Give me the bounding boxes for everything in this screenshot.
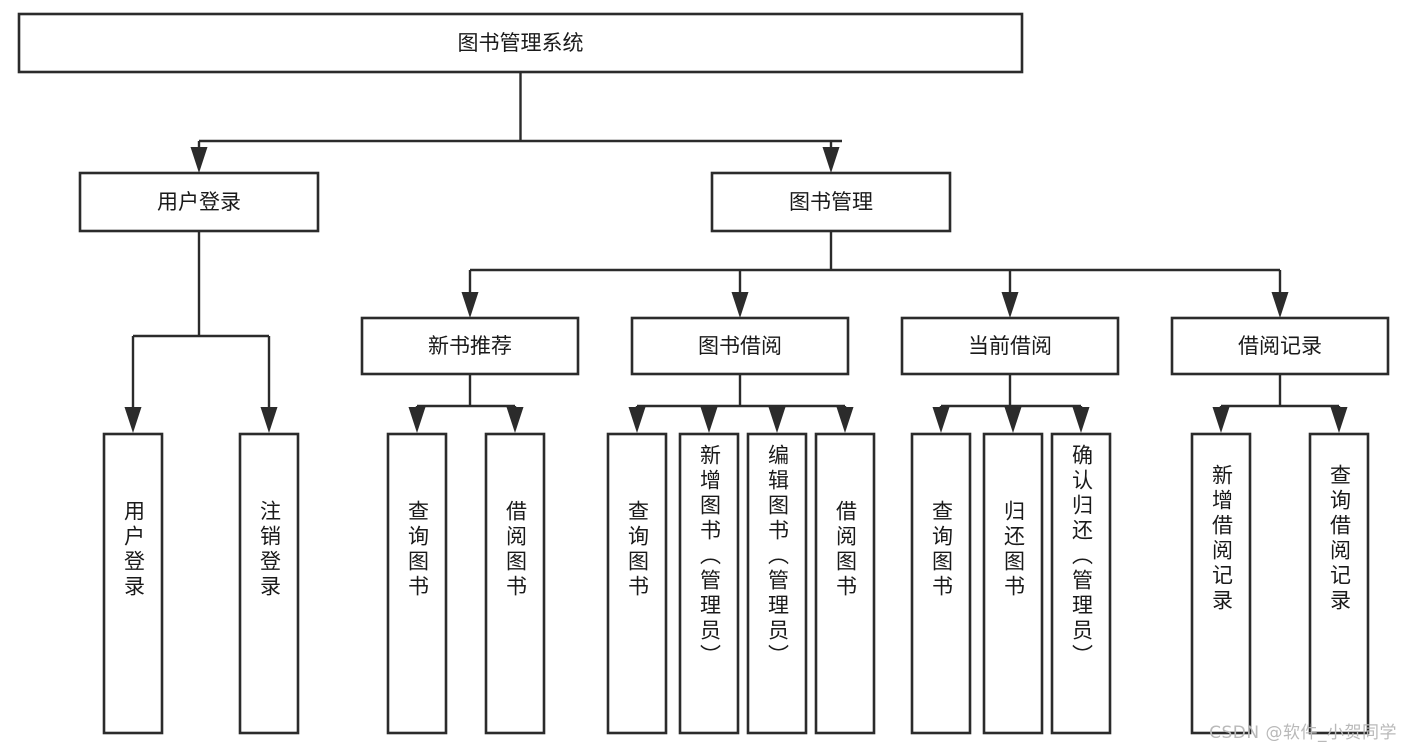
arrow-to-leaf-borrow-book-rec [506, 407, 524, 433]
arrow-to-leaf-logout [260, 407, 278, 433]
connector-group-new-book-rec-children [408, 374, 524, 433]
node-leaf-query-borrow-record[interactable] [1308, 432, 1370, 735]
arrow-root-to-book-manage [822, 147, 840, 173]
node-leaf-edit-book-admin[interactable] [746, 432, 808, 735]
node-root-label: 图书管理系统 [458, 31, 584, 55]
node-leaf-confirm-return-admin[interactable] [1050, 432, 1112, 735]
arrow-to-leaf-query-book-borrow [628, 407, 646, 433]
node-book-manage-label: 图书管理 [789, 190, 873, 214]
node-leaf-user-login[interactable] [102, 432, 164, 735]
node-leaf-return-book[interactable] [982, 432, 1044, 735]
node-book-manage[interactable]: 图书管理 [710, 171, 952, 233]
arrow-to-current-borrow [1001, 292, 1019, 318]
node-leaf-add-book-admin[interactable] [678, 432, 740, 735]
node-current-borrow[interactable]: 当前借阅 [900, 316, 1120, 376]
csdn-watermark: CSDN @软件_小贺同学 [1209, 723, 1397, 743]
node-leaf-query-book-borrow[interactable] [606, 432, 668, 735]
node-leaf-add-borrow-record[interactable] [1190, 432, 1252, 735]
leaf-box-group [102, 432, 1370, 735]
arrow-to-leaf-confirm-return-admin [1072, 407, 1090, 433]
arrow-to-book-borrow [731, 292, 749, 318]
node-root[interactable]: 图书管理系统 [17, 12, 1024, 74]
node-user-login-label: 用户登录 [157, 190, 241, 214]
node-book-borrow[interactable]: 图书借阅 [630, 316, 850, 376]
connector-group-user-login-children [124, 231, 278, 433]
arrow-to-leaf-add-book-admin [700, 407, 718, 433]
node-new-book-rec[interactable]: 新书推荐 [360, 316, 580, 376]
connector-group-root-to-level2 [190, 72, 842, 173]
node-leaf-borrow-book[interactable] [814, 432, 876, 735]
arrow-to-borrow-records [1271, 292, 1289, 318]
arrow-to-leaf-query-book-rec [408, 407, 426, 433]
connector-group-book-borrow-children [628, 374, 854, 433]
connector-group-book-manage-children [461, 231, 1289, 318]
connector-group-borrow-records-children [1212, 374, 1348, 433]
node-user-login[interactable]: 用户登录 [78, 171, 320, 233]
node-leaf-query-book-rec[interactable] [386, 432, 448, 735]
node-new-book-rec-label: 新书推荐 [428, 334, 512, 358]
arrow-to-leaf-user-login [124, 407, 142, 433]
arrow-to-leaf-borrow-book [836, 407, 854, 433]
arrow-root-to-user-login [190, 147, 208, 173]
node-leaf-query-book-cur[interactable] [910, 432, 972, 735]
arrow-to-leaf-return-book [1004, 407, 1022, 433]
connector-group-current-borrow-children [932, 374, 1090, 433]
node-book-borrow-label: 图书借阅 [698, 334, 782, 358]
arrow-to-leaf-add-borrow-record [1212, 407, 1230, 433]
node-borrow-records[interactable]: 借阅记录 [1170, 316, 1390, 376]
node-current-borrow-label: 当前借阅 [968, 334, 1052, 358]
node-borrow-records-label: 借阅记录 [1238, 334, 1322, 358]
node-leaf-borrow-book-rec[interactable] [484, 432, 546, 735]
arrow-to-leaf-query-book-cur [932, 407, 950, 433]
node-leaf-logout[interactable] [238, 432, 300, 735]
arrow-to-new-book-rec [461, 292, 479, 318]
arrow-to-leaf-edit-book-admin [768, 407, 786, 433]
arrow-to-leaf-query-borrow-record [1330, 407, 1348, 433]
